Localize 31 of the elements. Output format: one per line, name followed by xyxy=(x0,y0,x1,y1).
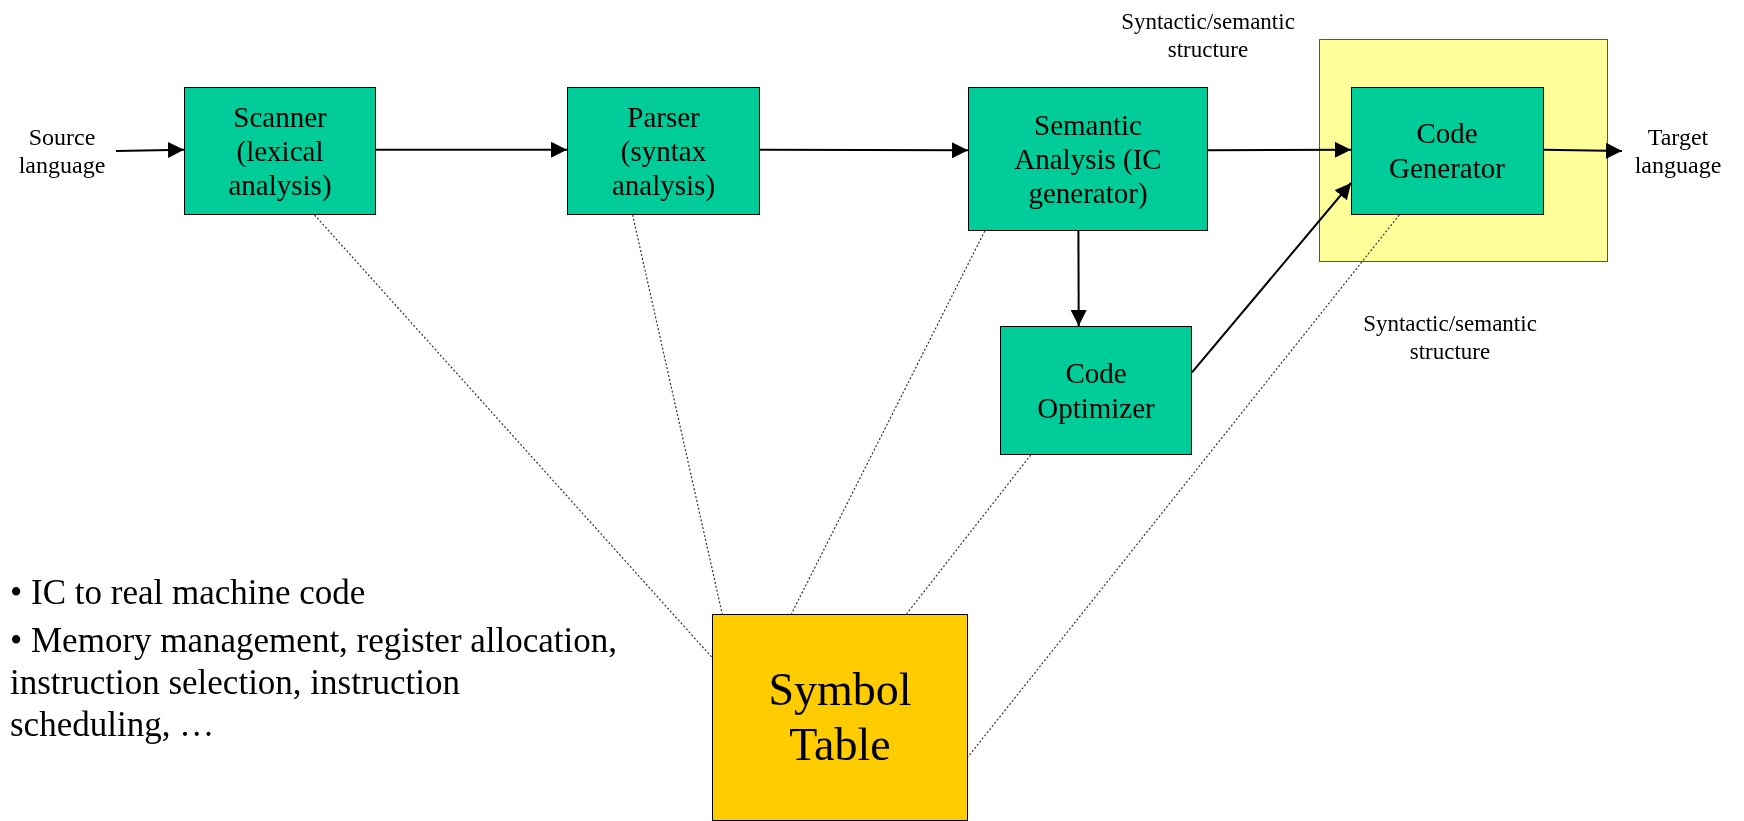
arrow xyxy=(1070,230,1087,327)
box-label: Symbol Table xyxy=(767,663,913,772)
process-box xyxy=(1350,86,1544,215)
arrow xyxy=(375,141,568,158)
bullet-note: • Memory management, register allocation, instruction selection, instruction scheduling, … xyxy=(10,620,619,746)
annotation-text: Syntactic/semantic structure xyxy=(1120,8,1296,64)
process-box xyxy=(968,87,1208,231)
dotted-link xyxy=(313,214,713,659)
bullet-note: • IC to real machine code xyxy=(10,572,367,614)
annotation-text: Syntactic/semantic structure xyxy=(1362,310,1538,366)
text-label: Source language xyxy=(17,122,107,180)
highlight-box xyxy=(1319,39,1608,262)
box-label: Code Optimizer xyxy=(1036,356,1156,425)
process-box xyxy=(184,87,376,215)
text-label: Target language xyxy=(1633,122,1723,180)
box-label: Scanner (lexical analysis) xyxy=(227,99,333,203)
symbol-table-box xyxy=(712,614,968,821)
arrow xyxy=(115,142,185,158)
dotted-link xyxy=(967,214,1400,758)
dotted-link xyxy=(790,230,986,615)
arrow xyxy=(1543,142,1623,159)
arrow xyxy=(759,142,969,159)
process-box xyxy=(1000,326,1192,455)
box-label: Parser (syntax analysis) xyxy=(610,99,717,203)
arrow xyxy=(1207,141,1352,158)
dotted-link xyxy=(632,214,723,615)
arrow xyxy=(1191,182,1352,374)
box-label: Code Generator xyxy=(1388,116,1506,185)
dotted-link xyxy=(905,454,1032,615)
box-label: Semantic Analysis (IC generator) xyxy=(1013,107,1163,211)
process-box xyxy=(567,87,760,215)
